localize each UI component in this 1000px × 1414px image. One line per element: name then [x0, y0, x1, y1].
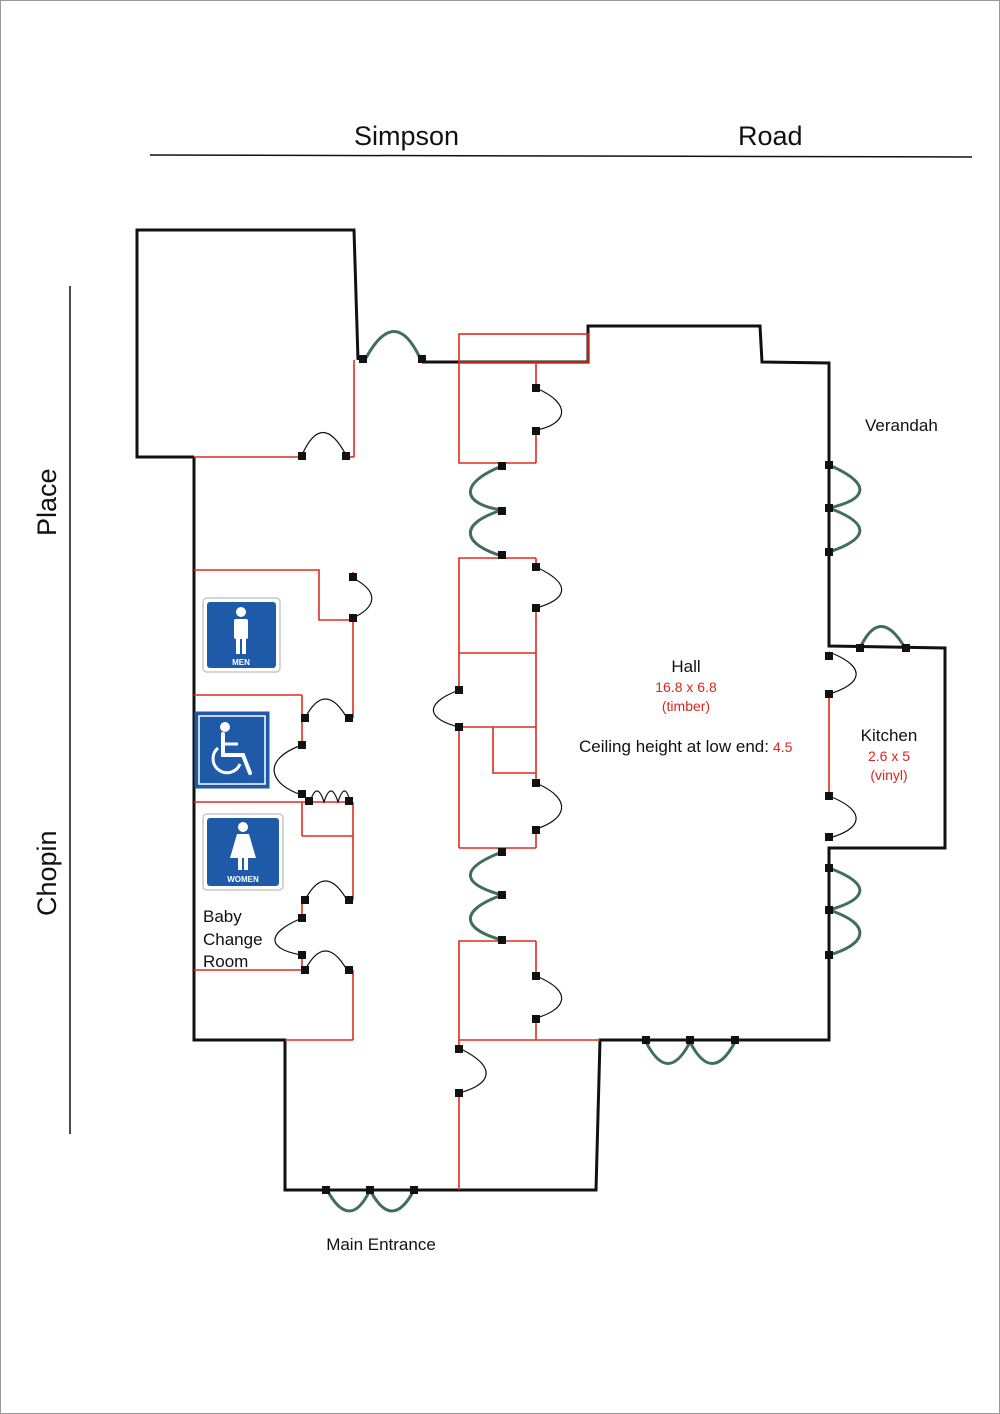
baby-change-label-line-1: Baby: [203, 907, 242, 926]
baby-change-label-line-2: Change: [203, 930, 263, 949]
outer-walls: [135, 228, 947, 1192]
man-icon: [234, 607, 248, 654]
simpson-road-line: [149, 154, 973, 158]
kitchen-size: 2.6 x 5: [868, 748, 910, 764]
accessible-sign: [194, 711, 270, 789]
hall-ceiling-label: Ceiling height at low end:: [579, 737, 769, 756]
hall-floor: (timber): [662, 698, 710, 714]
hall-ceiling-line: Ceiling height at low end:4.5: [579, 737, 793, 756]
street-label-simpson: Simpson: [354, 121, 459, 151]
outbuilding-wall: [135, 228, 360, 459]
wheelchair-icon: [211, 722, 252, 775]
kitchen-name: Kitchen: [861, 726, 918, 745]
hall-name: Hall: [671, 657, 700, 676]
men-sign: MEN: [202, 597, 281, 673]
main-entrance-label: Main Entrance: [326, 1235, 436, 1254]
interior-doors: [273, 387, 857, 1094]
building-outline: [192, 324, 947, 1192]
kitchen-floor: (vinyl): [870, 767, 907, 783]
door-hinges: [298, 355, 910, 1194]
street-label-road: Road: [738, 121, 803, 151]
hall-ceiling-value: 4.5: [773, 739, 793, 755]
interior-partitions: [194, 333, 830, 1190]
woman-icon: [230, 822, 256, 870]
street-label-place: Place: [32, 468, 62, 536]
men-sign-label: MEN: [232, 658, 250, 667]
street-label-chopin: Chopin: [32, 830, 62, 916]
baby-change-label-line-3: Room: [203, 952, 248, 971]
external-doors: [325, 330, 907, 1213]
women-sign-label: WOMEN: [227, 875, 259, 884]
women-sign: WOMEN: [202, 813, 284, 891]
verandah-label: Verandah: [865, 416, 938, 435]
hall-size: 16.8 x 6.8: [655, 679, 717, 695]
